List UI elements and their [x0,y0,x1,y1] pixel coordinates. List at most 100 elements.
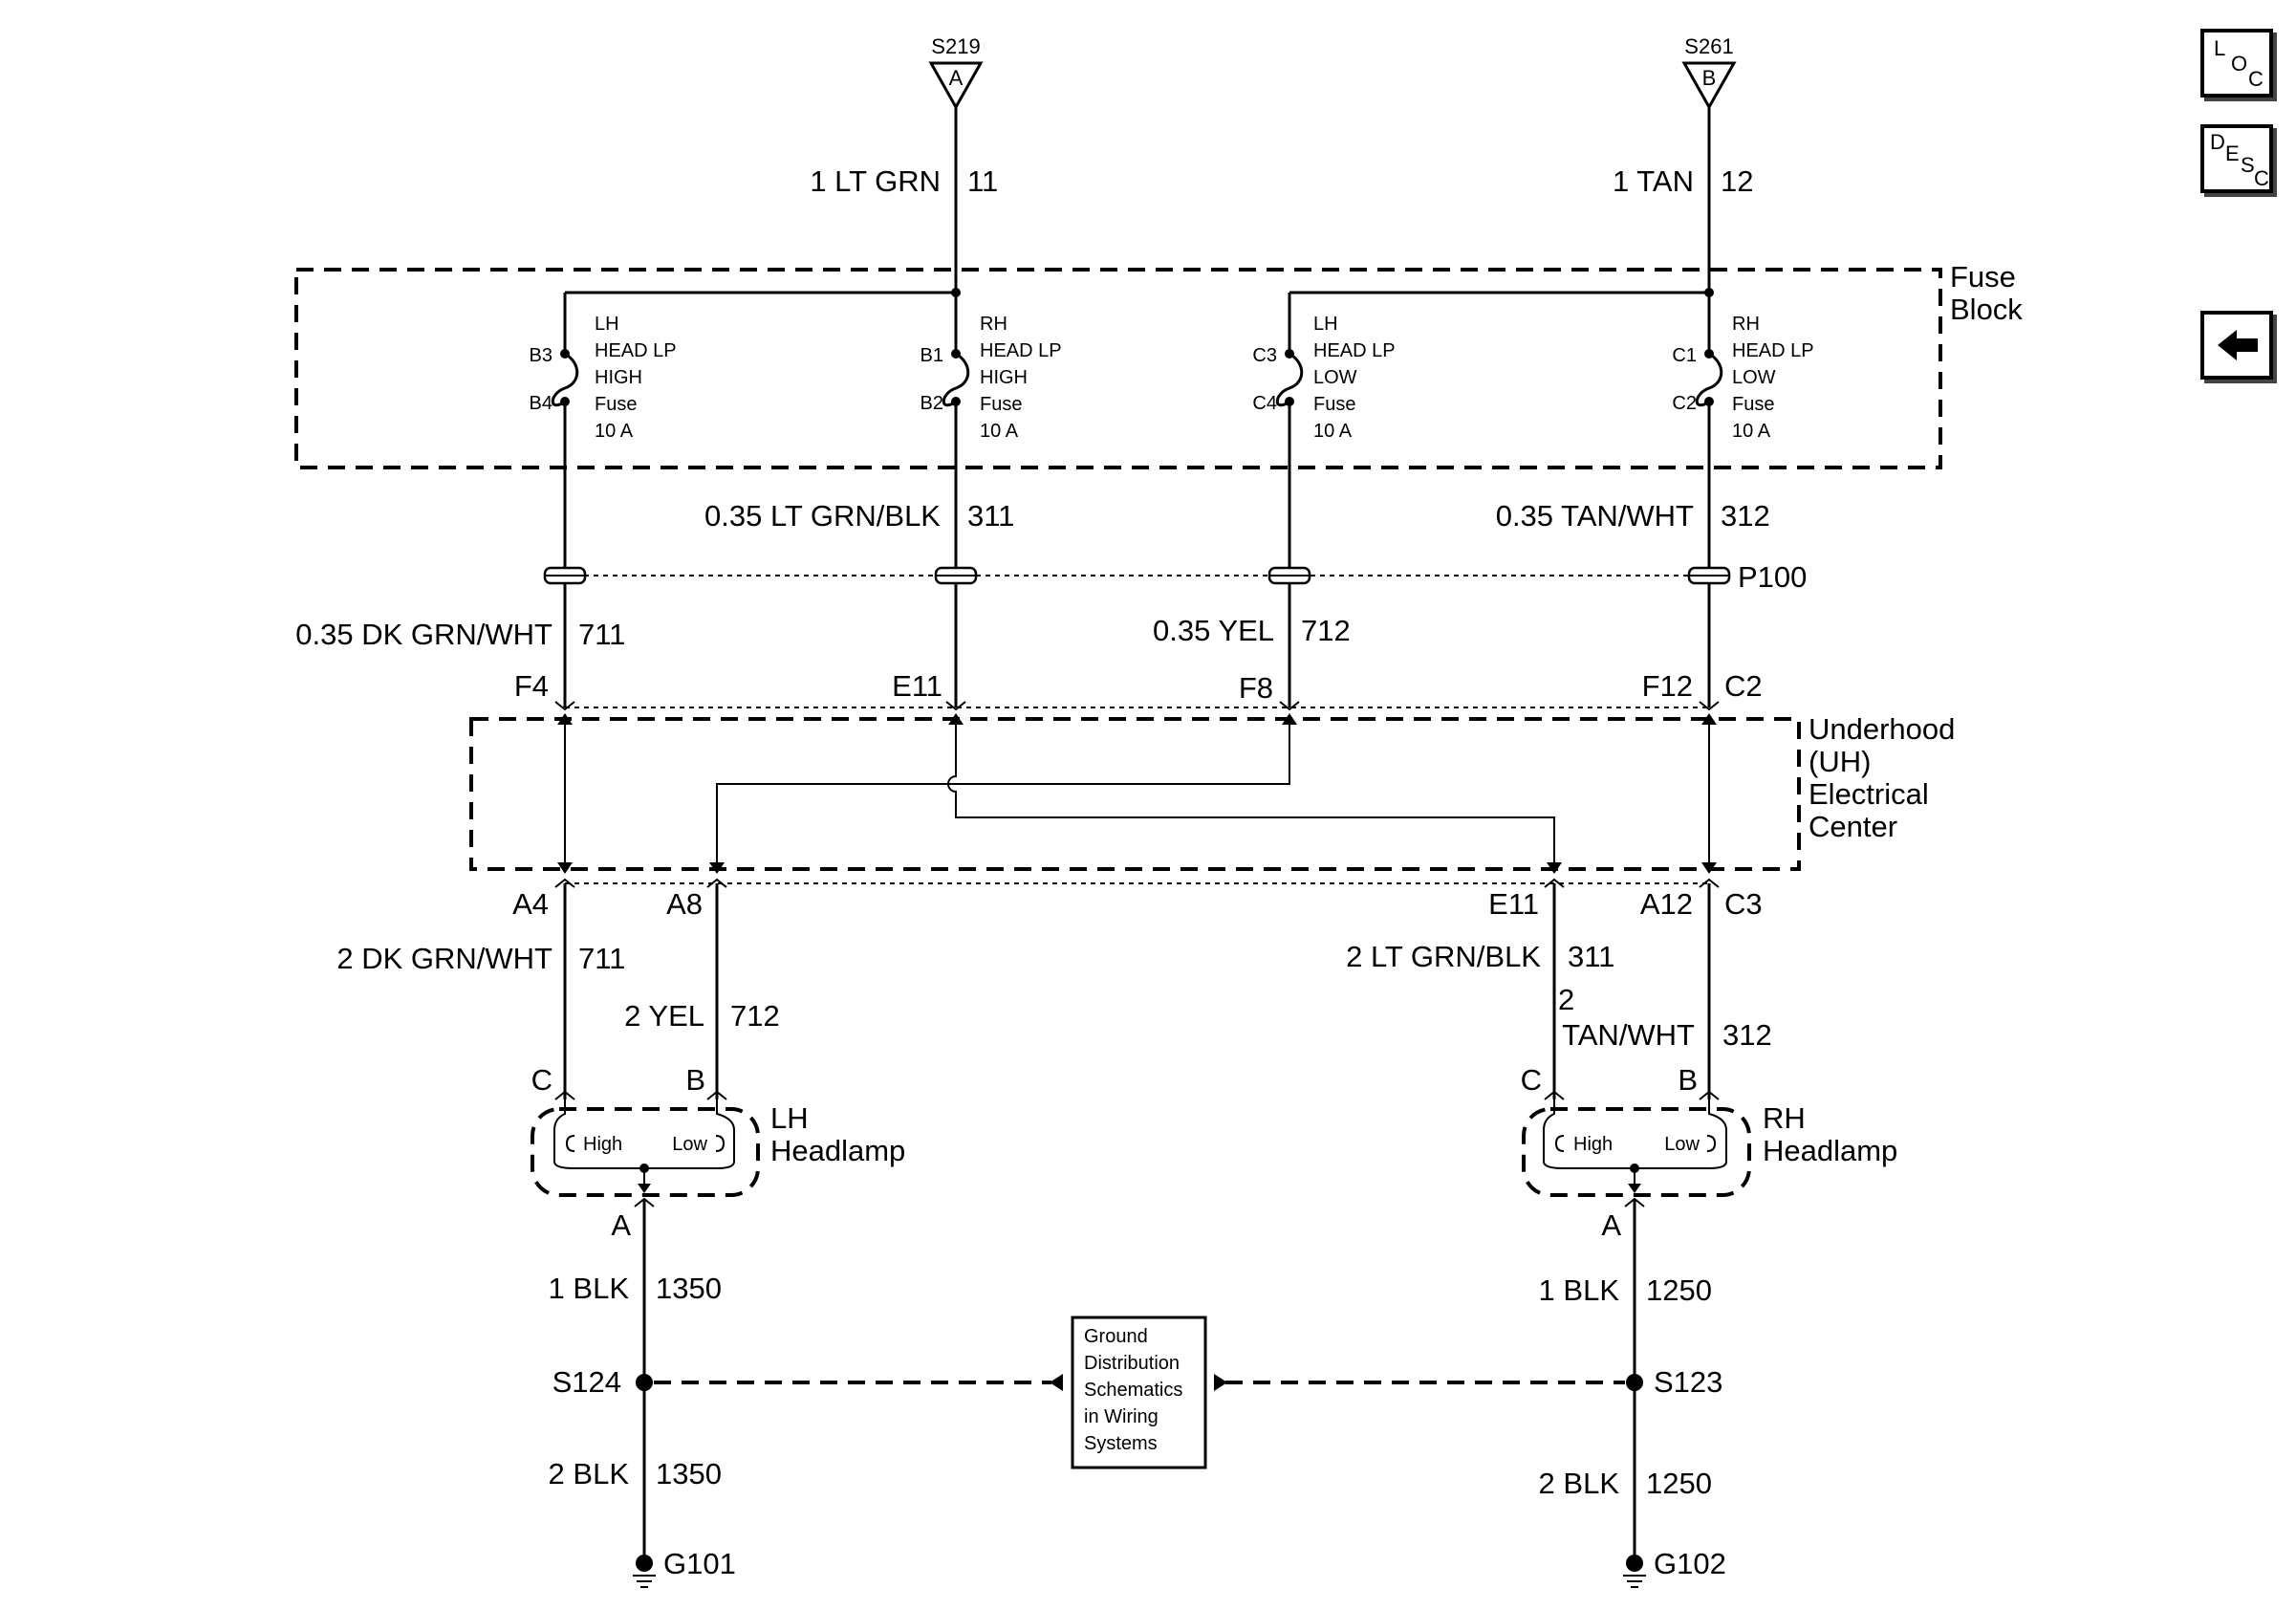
wire-label-312-upper: 0.35 TAN/WHT [1496,499,1694,533]
wire-label-1350-upper: 1 BLK [549,1272,630,1305]
splice-s261-letter: B [1702,66,1717,90]
circuit-label-311-lower: 311 [1568,940,1614,973]
lh-headlamp-low: Low [672,1134,707,1155]
loc-letter: C [2248,67,2264,91]
fuse-pin-c3: C3 [1252,345,1277,366]
desc-letter: D [2210,130,2225,154]
wire-label-1350-lower: 2 BLK [549,1457,630,1490]
fuse-text: LOW [1732,367,1776,388]
wire-label-1250-upper: 1 BLK [1539,1273,1620,1307]
fuse-pin-b4: B4 [530,393,552,414]
uh-title-3: Electrical [1809,777,1929,811]
fuse-lh-low: C3 C4 LH HEAD LP LOW Fuse 10 A [1252,314,1395,442]
splice-s261: S261 B [1681,34,1737,111]
fuse-text: Fuse [595,394,637,415]
wire-label-712-lower: 2 YEL [624,999,704,1033]
uh-pin-c2: C2 [1724,669,1763,703]
circuit-label-311-upper: 311 [967,499,1014,533]
fuse-text: LH [1313,314,1338,335]
connector-p100-label: P100 [1738,560,1807,594]
rh-headlamp-pin-c: C [1521,1063,1542,1097]
circuit-label-12: 12 [1721,164,1753,198]
uh-title-2: (UH) [1809,745,1871,778]
description-button[interactable]: D E S C [2200,124,2273,193]
desc-letter: E [2225,141,2240,165]
wire-label-1250-lower: 2 BLK [1539,1467,1620,1500]
fuse-text: Fuse [1732,394,1774,415]
fuse-text: 10 A [980,421,1019,442]
wire-label-312-lower-gauge: 2 [1558,983,1574,1016]
ground-lh: 1 BLK 1350 S124 2 BLK 1350 G101 [549,1272,736,1588]
circuit-label-11: 11 [967,164,998,198]
fuse-text: 10 A [1313,421,1353,442]
fuse-rh-high: B1 B2 RH HEAD LP HIGH Fuse 10 A [921,314,1062,442]
fuse-text: HEAD LP [595,340,677,361]
fuse-text: HEAD LP [980,340,1062,361]
lh-headlamp-pin-b: B [685,1063,705,1097]
fuse-block: Fuse Block B3 B4 LH HEAD LP HIGH Fuse 10… [294,260,2023,469]
fuse-text: RH [980,314,1007,335]
splice-s124-dot [636,1374,653,1391]
fuse-pin-c2: C2 [1672,393,1697,414]
splice-s261-label: S261 [1684,34,1733,58]
uh-electrical-center: F4 E11 F8 F12 C2 Underhood (UH) Electric… [469,669,1955,921]
circuit-label-1350-lower: 1350 [656,1457,722,1490]
wire-label-311-upper: 0.35 LT GRN/BLK [704,499,941,533]
rh-headlamp-pin-a: A [1601,1208,1621,1242]
reference-box-text: in Wiring [1084,1406,1159,1427]
circuit-label-312-upper: 312 [1721,499,1770,533]
wire-label-312-lower-color: TAN/WHT [1562,1018,1695,1052]
reference-box-text: Ground [1084,1326,1148,1347]
fuse-block-title-1: Fuse [1950,260,2016,294]
splice-s219-label: S219 [931,34,980,58]
splice-s219: S219 A [928,34,984,111]
wire-label-12: 1 TAN [1613,164,1694,198]
splice-s123-dot [1626,1374,1643,1391]
fuse-lh-high: B3 B4 LH HEAD LP HIGH Fuse 10 A [530,314,677,442]
fuse-pin-b2: B2 [921,393,943,414]
fuse-pin-b1: B1 [921,345,943,366]
rh-headlamp-title-2: Headlamp [1763,1134,1897,1167]
wire-label-711-upper: 0.35 DK GRN/WHT [295,618,552,651]
uh-pin-f8: F8 [1239,671,1273,705]
fuse-text: HEAD LP [1313,340,1396,361]
rh-headlamp-title-1: RH [1763,1101,1806,1135]
fuse-text: Fuse [1313,394,1355,415]
rh-headlamp: C B RH Headlamp High Low A [1521,1063,1898,1242]
back-button[interactable] [2200,311,2273,380]
fuse-text: 10 A [1732,421,1771,442]
circuit-label-1250-upper: 1250 [1646,1273,1712,1307]
desc-letter: C [2254,166,2269,190]
ground-g102-icon [1623,1555,1646,1588]
wire-label-311-lower: 2 LT GRN/BLK [1346,940,1541,973]
loc-letter: L [2214,36,2226,60]
splice-s123-label: S123 [1654,1365,1722,1399]
lh-headlamp-pin-a: A [611,1208,631,1242]
ground-rh: 1 BLK 1250 S123 2 BLK 1250 G102 [1539,1273,1726,1588]
connector-p100: P100 [543,560,1807,594]
rh-headlamp-pin-b: B [1678,1063,1698,1097]
uh-pin-e11-bottom: E11 [1488,887,1539,921]
uh-pin-c3: C3 [1724,887,1763,921]
lh-headlamp-title-2: Headlamp [770,1134,905,1167]
rh-headlamp-high: High [1573,1134,1613,1155]
lh-headlamp: C B LH Headlamp High Low A [531,1063,905,1242]
lh-headlamp-title-1: LH [770,1101,809,1135]
uh-pin-f4: F4 [514,669,549,703]
desc-letter: S [2241,153,2255,177]
fuse-text: LOW [1313,367,1357,388]
fuse-pin-c4: C4 [1252,393,1277,414]
location-button[interactable]: L O C [2200,29,2273,98]
wire-label-11: 1 LT GRN [810,164,941,198]
ground-distribution-reference: Ground Distribution Schematics in Wiring… [654,1316,1625,1469]
fuse-rh-low: C1 C2 RH HEAD LP LOW Fuse 10 A [1672,314,1813,442]
lh-headlamp-high: High [583,1134,622,1155]
uh-pin-a4: A4 [512,887,549,921]
ground-g102-label: G102 [1654,1547,1726,1580]
uh-pin-f12: F12 [1642,669,1693,703]
circuit-label-711-upper: 711 [578,618,625,651]
uh-pin-a12: A12 [1640,887,1693,921]
fuse-text: Fuse [980,394,1022,415]
ground-g101-icon [633,1555,656,1588]
fuse-block-title-2: Block [1950,293,2023,326]
